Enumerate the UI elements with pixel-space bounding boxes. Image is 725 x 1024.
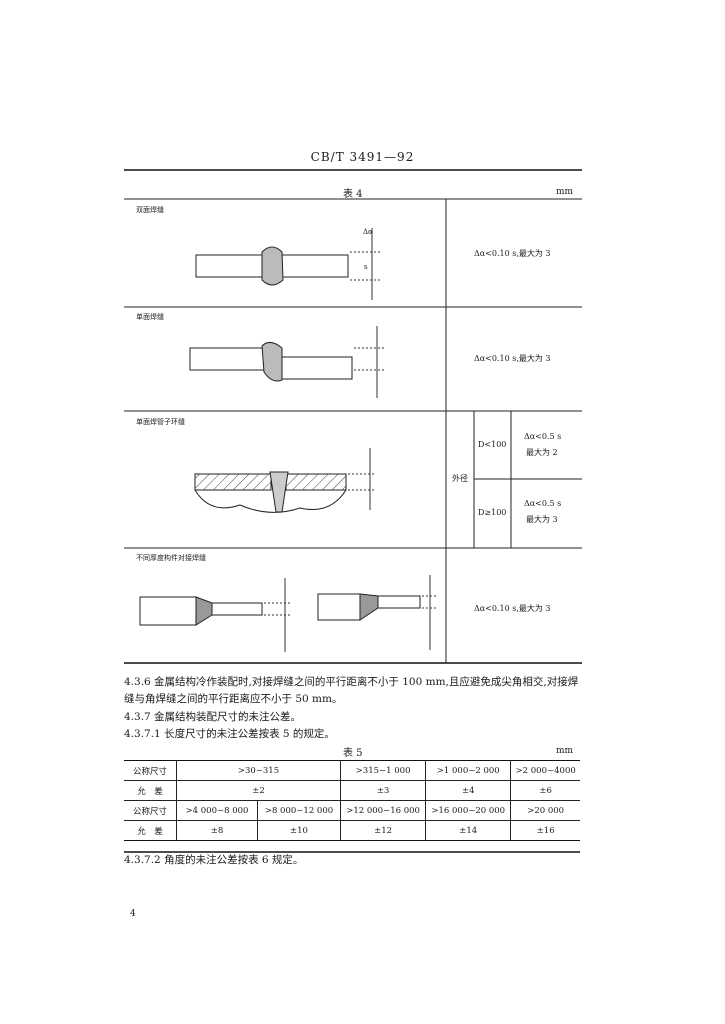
table-cell: ±16 — [510, 820, 580, 841]
table-cell: >8 000~12 000 — [257, 800, 341, 821]
double-sided-weld-figure — [195, 228, 380, 300]
single-sided-weld-figure — [189, 326, 384, 398]
table-row: 允 差 ±8 ±10 ±12 ±14 ±16 — [124, 820, 580, 841]
different-thickness-weld-figure-b — [317, 575, 438, 650]
table-cell: ±3 — [339, 780, 427, 801]
pipe-girth-weld-figure — [194, 448, 376, 513]
paragraph-4-3-7-2: 4.3.7.2 角度的未注公差按表 6 规定。 — [124, 854, 304, 866]
paragraph-4-3-7-1: 4.3.7.1 长度尺寸的未注公差按表 5 的规定。 — [124, 728, 335, 740]
table-cell: 允 差 — [124, 820, 177, 841]
row-label-double-sided: 双面焊缝 — [136, 206, 164, 214]
table-cell: 公称尺寸 — [124, 760, 177, 781]
table-cell: ±2 — [176, 780, 341, 801]
cond-d-lt-100: D<100 — [478, 440, 507, 449]
table-row: 公称尺寸 >4 000~8 000 >8 000~12 000 >12 000~… — [124, 800, 580, 821]
table5-unit: mm — [556, 746, 574, 756]
table-row: 公称尺寸 >30~315 >315~1 000 >1 000~2 000 >2 … — [124, 760, 580, 781]
table-cell: >315~1 000 — [339, 760, 427, 781]
table-cell: >30~315 — [176, 760, 341, 781]
cond-d-ge-100: D≥100 — [478, 508, 507, 517]
tolerance-d-ge-100-a: Δα<0.5 s — [524, 499, 562, 508]
different-thickness-weld-figure-a — [139, 578, 292, 652]
table-cell: ±4 — [425, 780, 512, 801]
table4-unit: mm — [556, 187, 574, 197]
table-cell: >2 000~4000 — [510, 760, 580, 781]
row-label-different-thickness: 不同厚度构件对接焊缝 — [136, 554, 206, 562]
table-cell: >1 000~2 000 — [425, 760, 512, 781]
dim-label-da: Δα — [363, 228, 373, 236]
table-cell: >20 000 — [510, 800, 580, 821]
row-label-pipe-girth: 单面焊管子环缝 — [136, 418, 185, 426]
table5: 公称尺寸 >30~315 >315~1 000 >1 000~2 000 >2 … — [124, 760, 580, 841]
table-cell: ±8 — [176, 820, 258, 841]
page-number: 4 — [130, 909, 136, 919]
table-cell: ±14 — [425, 820, 512, 841]
paragraph-4-3-6: 4.3.6 金属结构冷作装配时,对接焊缝之间的平行距离不小于 100 mm,且应… — [124, 676, 579, 705]
paragraph-4-3-7: 4.3.7 金属结构装配尺寸的未注公差。 — [124, 711, 302, 723]
tolerance-single-sided: Δα<0.10 s,最大为 3 — [474, 354, 551, 363]
tolerance-d-lt-100-a: Δα<0.5 s — [524, 432, 562, 441]
table-cell: >4 000~8 000 — [176, 800, 258, 821]
table-row: 允 差 ±2 ±3 ±4 ±6 — [124, 780, 580, 801]
tolerance-d-ge-100-b: 最大为 3 — [526, 515, 558, 524]
table-cell: ±10 — [257, 820, 341, 841]
row-label-single-sided: 单面焊缝 — [136, 313, 164, 321]
table-cell: 允 差 — [124, 780, 177, 801]
table-cell: ±6 — [510, 780, 580, 801]
outer-diameter-label: 外径 — [452, 474, 468, 483]
document-code: CB/T 3491—92 — [310, 150, 415, 164]
table-cell: >12 000~16 000 — [339, 800, 427, 821]
tolerance-different-thickness: Δα<0.10 s,最大为 3 — [474, 604, 551, 613]
table4-caption: 表 4 — [343, 189, 363, 200]
tolerance-double-sided: Δα<0.10 s,最大为 3 — [474, 249, 551, 258]
table-cell: >16 000~20 000 — [425, 800, 512, 821]
table5-caption: 表 5 — [343, 748, 363, 759]
table-cell: ±12 — [339, 820, 427, 841]
dim-label-s: s — [364, 263, 368, 271]
table-cell: 公称尺寸 — [124, 800, 177, 821]
tolerance-d-lt-100-b: 最大为 2 — [526, 448, 558, 457]
